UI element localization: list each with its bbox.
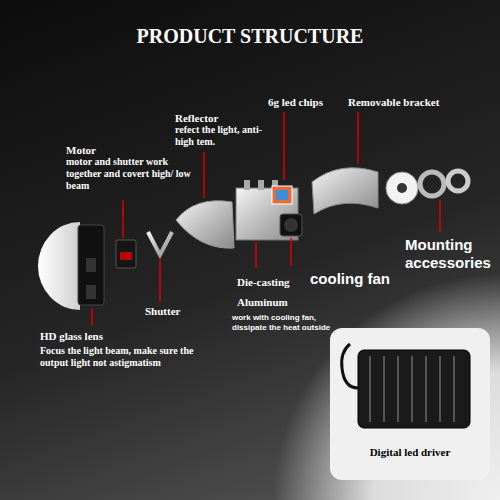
shutter xyxy=(148,232,172,255)
part-name: 6g led chips xyxy=(268,96,323,109)
part-name: HD glass lens xyxy=(40,330,103,343)
reflector xyxy=(176,201,234,248)
part-name: Digital led driver xyxy=(330,446,490,458)
part-note: motor and shutter work together and cove… xyxy=(66,156,204,192)
driver-panel: Digital led driver xyxy=(330,328,490,480)
fin xyxy=(244,180,250,190)
part-name: Removable bracket xyxy=(348,96,439,109)
part-name: Shutter xyxy=(145,305,180,318)
ring xyxy=(420,172,444,196)
fan-blade xyxy=(284,218,298,232)
leader-lines xyxy=(92,112,440,326)
part-name: cooling fan xyxy=(310,270,390,288)
part-name: Reflector xyxy=(175,112,218,125)
part-name: Mounting accessories xyxy=(405,236,497,272)
title: PRODUCT STRUCTURE xyxy=(0,24,500,48)
part-note: refect the light, anti- high tem. xyxy=(175,124,267,148)
fin xyxy=(258,180,264,190)
part-note: work with cooling fan, dissipate the hea… xyxy=(232,313,344,332)
washer xyxy=(386,172,418,204)
motor xyxy=(116,240,136,268)
cooling-fan xyxy=(280,214,302,236)
glass-lens xyxy=(38,222,80,310)
part-name: Motor xyxy=(66,144,96,157)
lens-clip xyxy=(86,285,96,299)
lens-clip xyxy=(86,258,96,272)
led-chip-core xyxy=(276,190,288,200)
motor-part xyxy=(120,252,132,260)
ring xyxy=(448,171,468,191)
part-name: Die-casting Aluminum xyxy=(237,272,309,312)
lens-holder xyxy=(78,225,104,305)
led-chip xyxy=(272,186,292,204)
removable-bracket xyxy=(312,168,378,214)
part-note: Focus the light beam, make sure the outp… xyxy=(40,345,222,369)
washer-hole xyxy=(397,183,407,193)
